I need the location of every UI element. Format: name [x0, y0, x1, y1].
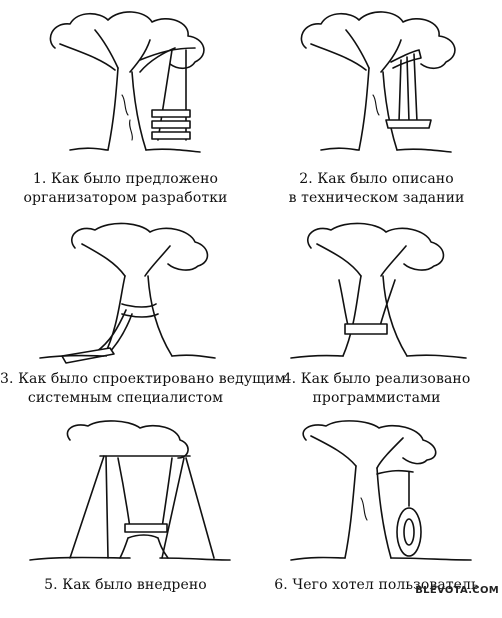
tree-swing-illustration-2: [300, 11, 456, 153]
tree-swing-illustration-1: [49, 11, 205, 153]
caption-2: 2. Как было описано в техническом задани…: [251, 170, 502, 208]
watermark: BLEVOTA.COM: [415, 585, 499, 596]
caption-1: 1. Как было предложено организатором раз…: [0, 170, 251, 208]
tree-swing-illustration-6: [290, 420, 472, 561]
caption-line-1: Как было предложено: [51, 171, 219, 187]
panel-2: 2. Как было описано в техническом задани…: [251, 0, 502, 206]
caption-number: 1.: [32, 171, 47, 187]
tree-swing-comic: 1. Как было предложено организатором раз…: [0, 0, 502, 596]
panel-3: 3. Как было спроектировано ведущим систе…: [0, 218, 286, 418]
caption-number: 3.: [0, 371, 14, 387]
caption-number: 5.: [44, 577, 58, 593]
panel-1: 1. Как было предложено организатором раз…: [0, 0, 251, 206]
panel-5: 5. Как было внедрено: [0, 418, 251, 618]
caption-line-1: Как было реализовано: [300, 371, 471, 387]
caption-line-2: в техническом задании: [288, 190, 465, 206]
caption-line-1: Чего хотел пользователь: [292, 577, 479, 593]
panel-6: 6. Чего хотел пользователь: [251, 418, 502, 618]
caption-number: 2.: [299, 171, 313, 187]
caption-line-2: программистами: [312, 390, 441, 406]
caption-line-1: Как было описано: [317, 171, 454, 187]
caption-4: 4. Как было реализовано программистами: [251, 370, 502, 408]
caption-line-2: организатором разработки: [23, 190, 228, 206]
caption-number: 6.: [274, 577, 288, 593]
caption-line-2: системным специалистом: [27, 390, 224, 406]
tree-swing-illustration-5: [29, 420, 231, 561]
tree-swing-illustration-3: [39, 222, 216, 364]
panel-4: 4. Как было реализовано программистами: [251, 218, 502, 418]
caption-line-1: Как было внедрено: [62, 577, 207, 593]
caption-3: 3. Как было спроектировано ведущим систе…: [0, 370, 286, 408]
caption-6: 6. Чего хотел пользователь: [251, 576, 502, 595]
tree-swing-illustration-4: [290, 222, 467, 359]
caption-5: 5. Как было внедрено: [0, 576, 251, 595]
caption-number: 4.: [282, 371, 297, 387]
caption-line-1: Как было спроектировано ведущим: [18, 371, 286, 387]
